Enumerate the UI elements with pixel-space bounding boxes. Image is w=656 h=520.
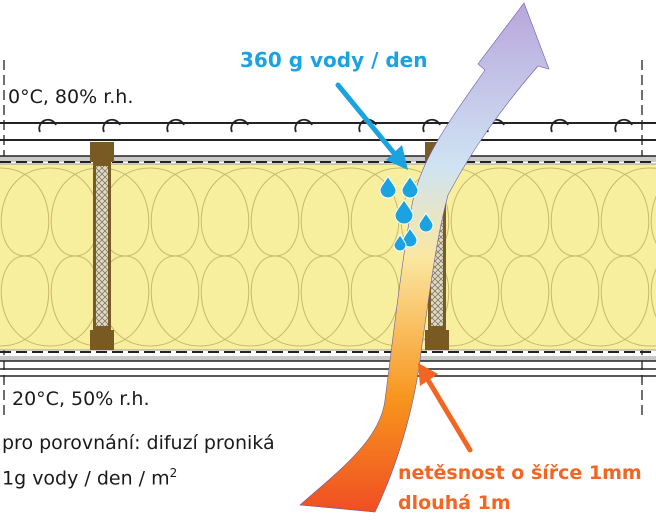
insulation-fibre — [599, 167, 651, 347]
leak-pointer-arrow — [418, 363, 473, 453]
insulation-fibre — [549, 167, 601, 347]
cladding-clip — [614, 118, 633, 133]
insulation-fibre — [149, 167, 201, 347]
insulation-fibre — [199, 167, 251, 347]
water-drop — [402, 227, 418, 248]
comparison-note: pro porovnání: difuzí proniká 1g vody / … — [2, 428, 275, 493]
inner-vapour-barrier — [0, 351, 656, 362]
comparison-line-2: 1g vody / den / m2 — [2, 458, 275, 493]
air-leak-arrow — [299, 2, 550, 513]
cladding-clip — [230, 118, 249, 133]
leak-description-line-2: dlouhá 1m — [398, 492, 511, 514]
comparison-exponent: 2 — [169, 466, 178, 480]
water-pointer-arrow — [335, 82, 408, 170]
leak-amount-label: 360 g vody / den — [240, 48, 428, 72]
water-drop — [393, 233, 407, 252]
water-drop — [379, 175, 397, 199]
comparison-text: 1g vody / den / m — [2, 467, 170, 490]
insulation-fibre — [49, 167, 101, 347]
water-droplets — [379, 175, 434, 252]
insulation-fibre — [299, 167, 351, 347]
water-drop — [394, 198, 414, 225]
cladding-clip — [38, 118, 57, 133]
water-drop — [418, 212, 434, 233]
cladding-clip — [550, 118, 569, 133]
leak-description: netěsnost o šířce 1mm dlouhá 1m — [398, 458, 642, 518]
insulation-fibre — [499, 167, 551, 347]
outside-condition-label: 0°C, 80% r.h. — [8, 86, 134, 108]
inner-board — [0, 368, 656, 377]
outer-cladding — [0, 118, 656, 141]
insulation-fibre — [449, 167, 501, 347]
wooden-stud-left — [90, 142, 114, 350]
insulation-fibre — [249, 167, 301, 347]
insulation-fibre — [0, 167, 51, 347]
cladding-clip — [166, 118, 185, 133]
cladding-clip — [102, 118, 121, 133]
inside-condition-label: 20°C, 50% r.h. — [12, 388, 150, 410]
leak-description-line-1: netěsnost o šířce 1mm — [398, 462, 642, 484]
cladding-clip — [294, 118, 313, 133]
comparison-line-1: pro porovnání: difuzí proniká — [2, 432, 275, 454]
water-drop — [401, 175, 419, 199]
cladding-clip — [422, 118, 441, 133]
